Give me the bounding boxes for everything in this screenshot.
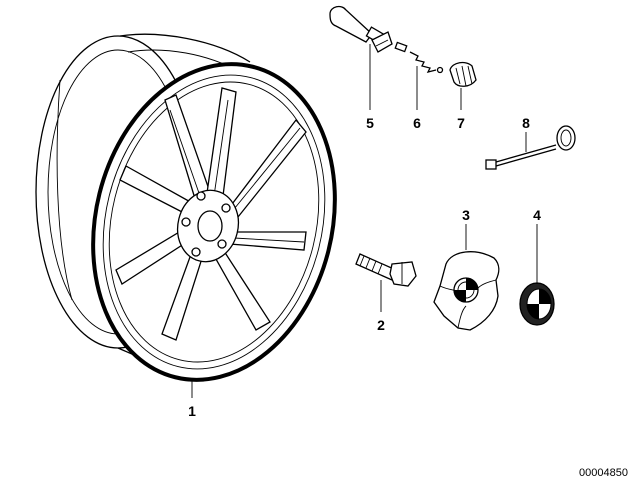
lug-hole [191, 247, 201, 257]
callout-5: 5 [366, 115, 374, 131]
callout-4: 4 [533, 207, 541, 223]
wheel-bolt[interactable] [355, 253, 417, 287]
valve-insert[interactable] [394, 41, 444, 74]
release-tool[interactable] [485, 125, 576, 170]
tool-tip [485, 159, 497, 170]
callout-8: 8 [522, 115, 530, 131]
barrel-top-line [119, 33, 251, 63]
bolt-head [389, 261, 417, 287]
callout-7: 7 [457, 115, 465, 131]
tool-ring [556, 125, 576, 151]
callout-2: 2 [377, 317, 385, 333]
leader-lines [191, 44, 538, 398]
center-cap-star[interactable] [433, 251, 500, 331]
lug-hole [196, 191, 206, 201]
lug-hole [221, 203, 231, 213]
bolt-shank [355, 253, 397, 281]
valve-cap[interactable] [449, 61, 477, 87]
valve-stem[interactable] [329, 5, 393, 53]
callout-3: 3 [462, 207, 470, 223]
document-number: 00004850 [579, 467, 628, 479]
callout-1: 1 [188, 403, 196, 419]
lug-hole [181, 217, 191, 227]
alloy-wheel[interactable] [35, 33, 367, 406]
center-bore [197, 210, 223, 242]
lug-hole [217, 239, 227, 249]
emblem-badge[interactable] [519, 282, 555, 326]
callout-6: 6 [413, 115, 421, 131]
